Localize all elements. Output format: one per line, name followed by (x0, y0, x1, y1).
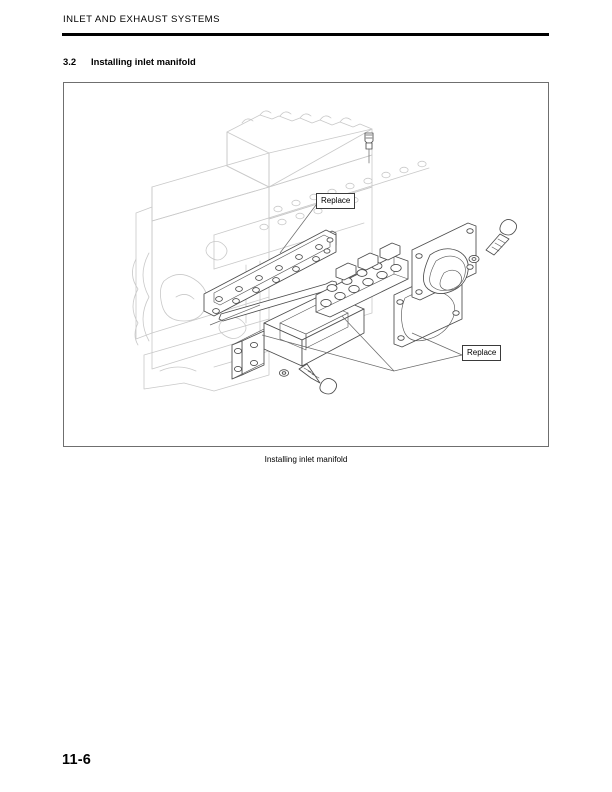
callout-replace-gasket-lower: Replace (462, 345, 502, 361)
manifold-bolt-and-washer (278, 363, 338, 395)
inlet-manifold-body (231, 242, 409, 380)
section-number: 3.2 (63, 56, 77, 67)
inlet-manifold-exploded-diagram (132, 110, 518, 395)
section-heading: 3.2 Installing inlet manifold (63, 56, 196, 67)
callout-leader-lines (209, 204, 463, 372)
callout-replace-gasket-upper: Replace (316, 193, 356, 209)
inlet-manifold-gasket (203, 229, 338, 322)
inlet-manifold-plug (364, 132, 374, 164)
running-header: INLET AND EXHAUST SYSTEMS (63, 14, 220, 25)
elbow-bolt-and-washer (468, 218, 518, 264)
section-title: Installing inlet manifold (91, 56, 196, 67)
figure-caption: Installing inlet manifold (264, 455, 348, 464)
figure-frame: Replace Replace (63, 82, 549, 447)
header-rule (62, 33, 549, 37)
air-inlet-elbow (411, 222, 477, 301)
page-number: 11-6 (62, 752, 92, 768)
